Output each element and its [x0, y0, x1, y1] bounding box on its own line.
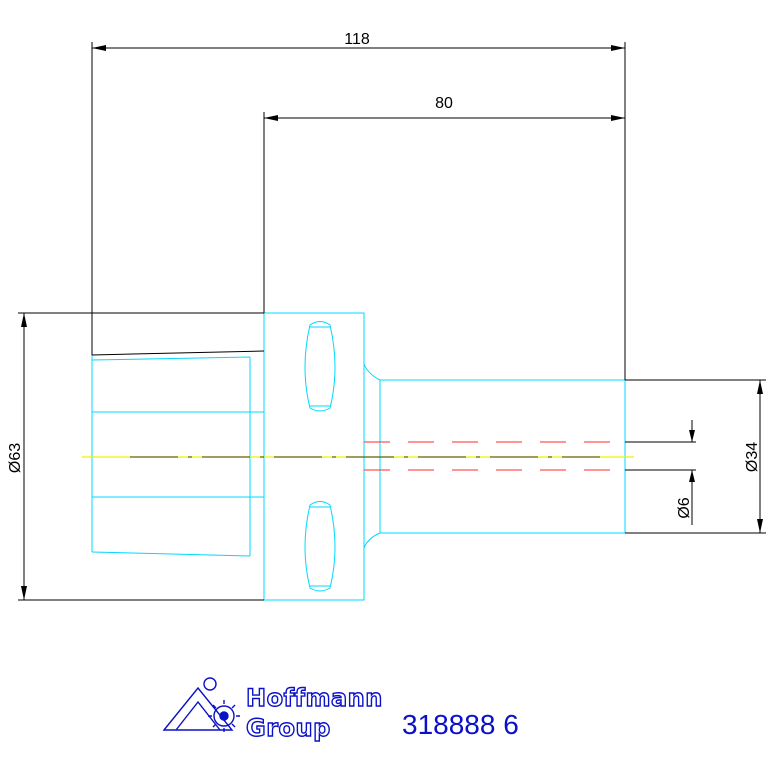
neck-top — [363, 363, 381, 381]
collar-key-top — [304, 321, 336, 412]
hoffmann-logo: Hoffmann Group — [162, 677, 383, 743]
logo-mark-icon — [162, 677, 240, 732]
dim-63-label: Ø63 — [7, 443, 24, 473]
sleeve-top-edge — [91, 356, 251, 361]
part-number: 318888 6 — [402, 709, 519, 740]
arrowheads — [21, 45, 763, 600]
neck-bottom — [363, 532, 381, 549]
dim-6-label: Ø6 — [676, 497, 693, 518]
brand-name-line1: Hoffmann — [246, 684, 383, 712]
collar-key-bottom — [304, 501, 336, 592]
dim-118-label: 118 — [344, 31, 370, 48]
brand-name-line2: Group — [246, 714, 331, 742]
hidden-bore — [364, 441, 625, 471]
sleeve-top-dim-edge — [91, 350, 265, 356]
sleeve-bottom-edge — [91, 551, 251, 557]
dimension-lines — [18, 42, 766, 601]
dim-80-label: 80 — [435, 95, 453, 112]
dim-34-label: Ø34 — [744, 442, 761, 472]
